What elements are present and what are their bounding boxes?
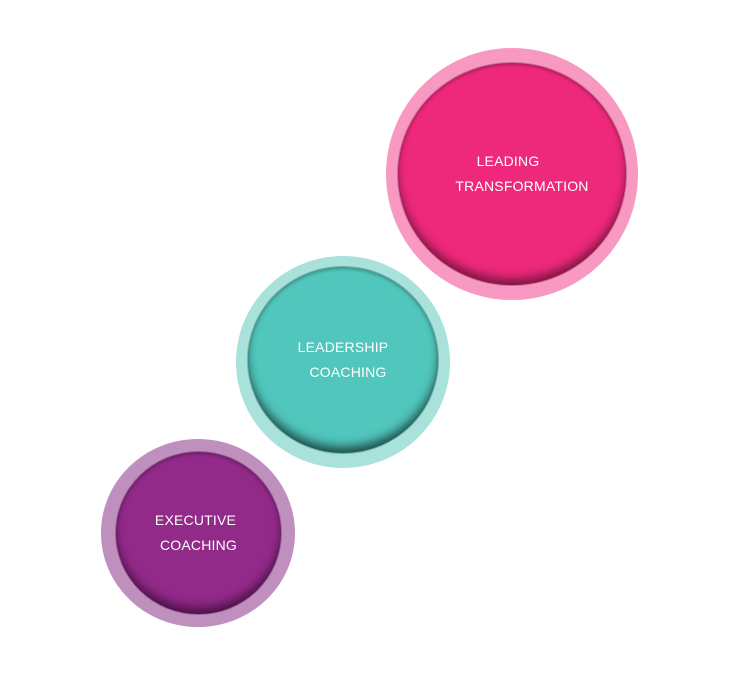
executive-coaching-label-line-1: EXECUTIVE (154, 512, 237, 528)
leadership-coaching-label-line-1: LEADERSHIP (297, 339, 389, 355)
leading-transformation-label-line-2: TRANSFORMATION (455, 178, 589, 194)
leading-transformation-label-line-1: LEADING (476, 153, 540, 169)
executive-coaching-circle: EXECUTIVE COACHING (116, 452, 281, 614)
leading-transformation-circle: LEADING TRANSFORMATION (398, 63, 626, 285)
leadership-coaching-label-line-2: COACHING (309, 364, 387, 380)
leadership-coaching-circle: LEADERSHIP COACHING (248, 267, 438, 453)
executive-coaching-label-line-2: COACHING (159, 537, 238, 553)
